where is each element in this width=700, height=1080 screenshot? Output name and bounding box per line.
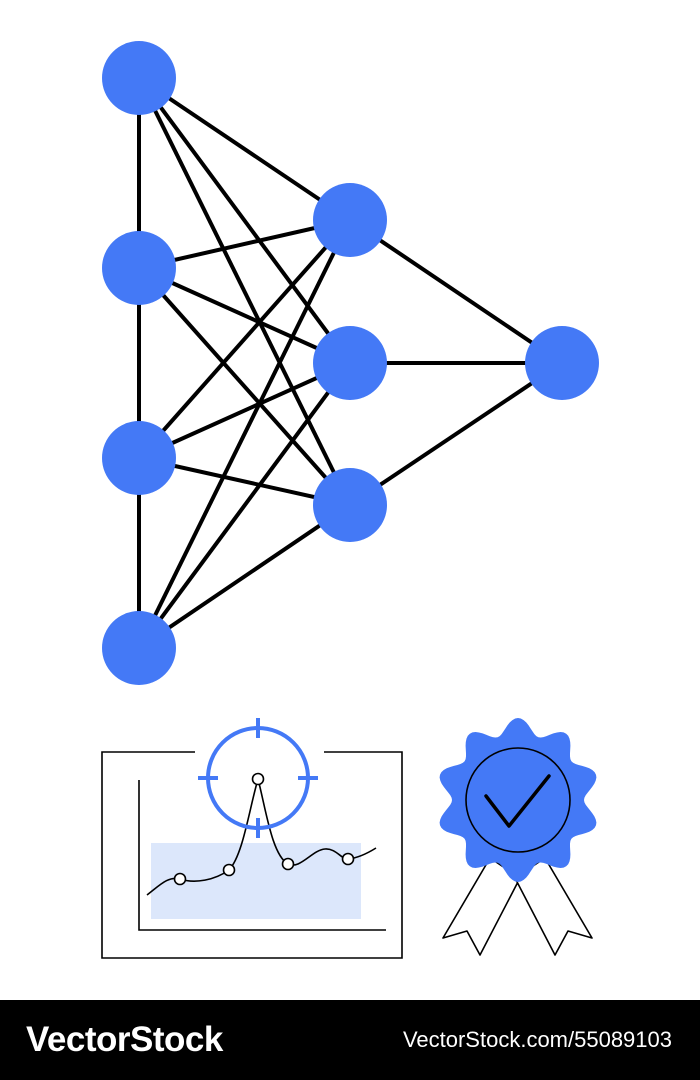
network-edge [138, 361, 351, 460]
checkmark-icon [484, 774, 551, 828]
network-node [313, 468, 387, 542]
footer-bar: VectorStock VectorStock.com/55089103 [0, 1000, 700, 1080]
approval-ribbon-badge-icon [439, 718, 597, 956]
crosshair-icon [198, 718, 318, 838]
chart-point [341, 852, 355, 866]
network-edge [348, 218, 564, 365]
network-node [102, 41, 176, 115]
network-edge [137, 503, 352, 650]
network-edge [137, 76, 352, 222]
image-id: VectorStock.com/55089103 [402, 1027, 672, 1052]
chart-point [222, 863, 236, 877]
network-edge [137, 76, 352, 365]
network-edge [137, 266, 352, 507]
network-edge [137, 361, 352, 650]
target-chart-icon [101, 718, 403, 959]
network-node [313, 183, 387, 257]
network-edge [137, 218, 352, 460]
rosette-seal [439, 718, 597, 882]
network-nodes [102, 41, 599, 685]
seal-ring [465, 747, 571, 853]
network-edge [348, 361, 564, 507]
illustration [101, 41, 599, 959]
network-edge [137, 219, 352, 649]
chart-point [281, 857, 295, 871]
network-edge [137, 77, 352, 506]
network-node [102, 421, 176, 495]
chart-point [173, 872, 187, 886]
chart-frame [101, 751, 403, 959]
network-node [102, 231, 176, 305]
chart-axes [138, 780, 386, 931]
brand-logo: VectorStock [26, 1020, 223, 1059]
chart-point [251, 772, 265, 786]
network-edge [138, 266, 351, 365]
network-node [313, 326, 387, 400]
network-node [102, 611, 176, 685]
network-node [525, 326, 599, 400]
